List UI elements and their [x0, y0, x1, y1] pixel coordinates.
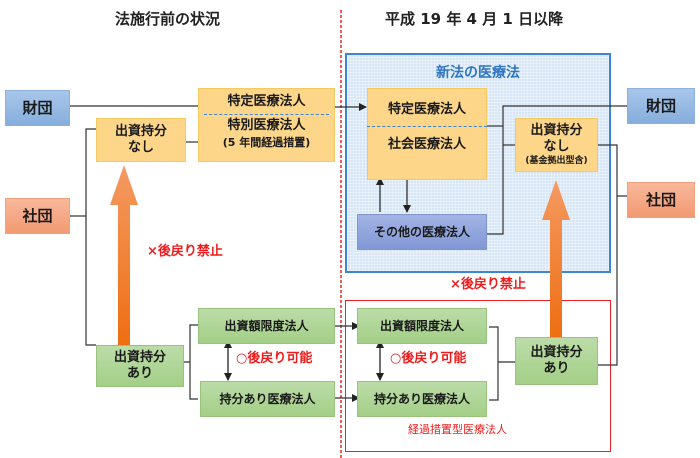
zaidan-label: 財団: [22, 99, 53, 117]
mochibun-box-right: 持分あり医療法人: [357, 381, 487, 417]
no-equity-box-right: 出資持分 なし (基金拠出型含): [515, 118, 598, 172]
shadan-label-right: 社団: [645, 191, 676, 209]
gendo-label-right: 出資額限度法人: [379, 318, 464, 333]
big-arrow-right-icon: [542, 180, 570, 337]
with-equity-line2: あり: [126, 366, 153, 381]
return-ok-label-right: ○後戻り可能: [390, 351, 467, 366]
dashed-separator-right: [367, 125, 487, 127]
with-equity-right-line2: あり: [543, 361, 570, 376]
no-equity-box-left: 出資持分 なし: [96, 118, 186, 162]
no-equity-line1: 出資持分: [114, 124, 167, 140]
tokutei-label-left: 特定医療法人: [227, 94, 306, 109]
heading-before-law: 法施行前の状況: [115, 10, 221, 28]
new-tokutei-shakai-box: 特定医療法人 社会医療法人: [367, 88, 487, 180]
return-ok-label-left: ○後戻り可能: [236, 351, 313, 366]
no-equity-right-line1: 出資持分: [530, 123, 583, 138]
gendo-box-left: 出資額限度法人: [198, 308, 335, 344]
shadan-box-left: 社団: [5, 198, 70, 234]
gendo-label-left: 出資額限度法人: [224, 318, 309, 333]
bracket-shadan-right: [598, 144, 627, 366]
big-arrow-left-icon: [110, 165, 138, 345]
no-return-label-right: ×後戻り禁止: [450, 277, 526, 292]
with-equity-box-left: 出資持分 あり: [96, 345, 184, 387]
tokubetsu-note: (5 年間経過措置): [222, 136, 311, 150]
transitional-corporation-frame: [345, 300, 611, 452]
shadan-label: 社団: [22, 207, 53, 225]
bracket-new-right: [487, 105, 627, 235]
tokutei-label-right: 特定医療法人: [387, 102, 466, 117]
bracket-ari-left: [184, 324, 198, 400]
zaidan-box-left: 財団: [5, 90, 70, 126]
dashed-separator: [204, 113, 329, 115]
with-equity-right-line1: 出資持分: [530, 345, 583, 361]
new-law-panel-title: 新法の医療法: [436, 65, 520, 81]
tokubetsu-label: 特別医療法人: [227, 117, 306, 133]
with-equity-line1: 出資持分: [113, 350, 166, 366]
shakai-label: 社会医療法人: [387, 136, 466, 152]
shadan-box-right: 社団: [627, 182, 695, 218]
with-equity-box-right: 出資持分 あり: [515, 337, 598, 385]
zaidan-label-right: 財団: [645, 97, 676, 115]
other-corp-label: その他の医療法人: [373, 224, 470, 239]
gendo-box-right: 出資額限度法人: [357, 308, 487, 344]
other-corp-box: その他の医療法人: [357, 214, 487, 250]
bracket-shadan-left: [85, 128, 96, 346]
heading-after-law: 平成 19 年 4 月 1 日以降: [385, 10, 564, 28]
no-equity-right-note: (基金拠出型含): [525, 156, 588, 167]
tokutei-tokubetsu-box: 特定医療法人 特別医療法人 (5 年間経過措置): [198, 88, 335, 162]
zaidan-box-right: 財団: [627, 88, 695, 124]
no-return-label-left: ×後戻り禁止: [147, 244, 223, 259]
no-equity-line2: なし: [127, 140, 154, 155]
mochibun-label-left: 持分あり医療法人: [219, 391, 316, 406]
transition-frame-label: 経過措置型医療法人: [408, 423, 507, 436]
no-equity-right-line2: なし: [543, 138, 570, 154]
bracket-ari-right: [489, 326, 515, 401]
mochibun-box-left: 持分あり医療法人: [200, 381, 335, 417]
mochibun-label-right: 持分あり医療法人: [373, 391, 470, 406]
